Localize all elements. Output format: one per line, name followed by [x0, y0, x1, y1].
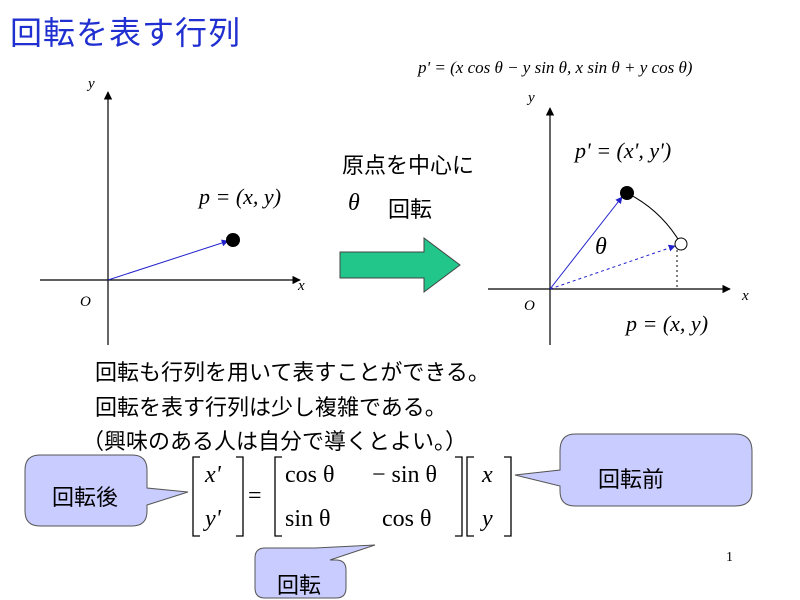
right-vector-p-prime — [549, 196, 623, 290]
right-original-point-label: p = (x, y) — [626, 311, 709, 336]
slide-title: 回転を表す行列 — [10, 14, 242, 52]
callout-after-shape — [24, 454, 189, 527]
callout-after-label: 回転後 — [52, 486, 119, 511]
left-vector-p — [107, 239, 229, 281]
rotation-formula: p' = (x cos θ − y sin θ, x sin θ + y cos… — [418, 58, 693, 77]
matrix-cell-sin: sin θ — [285, 506, 331, 532]
left-y-label: y — [88, 76, 95, 92]
matrix-rhs-y: y — [482, 506, 493, 532]
right-y-label: y — [528, 90, 535, 106]
matrix-lhs-y: y' — [205, 506, 221, 532]
matrix-brackets — [192, 456, 512, 537]
transition-text-line2: 回転 — [388, 198, 433, 223]
transition-theta: θ — [348, 190, 360, 216]
right-angle-label: θ — [595, 234, 607, 260]
left-origin-label: O — [80, 294, 91, 310]
body-line-1: 回転も行列を用いて表すことができる。 — [95, 361, 490, 386]
right-origin-label: O — [524, 298, 535, 314]
matrix-cell-cos-2: cos θ — [382, 506, 432, 532]
right-point-p — [674, 237, 688, 251]
matrix-rhs-x: x — [482, 462, 493, 488]
right-vector-p-dotted — [549, 244, 676, 290]
callout-before-label: 回転前 — [598, 468, 665, 493]
right-rotated-point-label: p' = (x', y') — [575, 138, 672, 163]
left-point-label: p = (x, y) — [199, 184, 282, 209]
body-line-2: 回転を表す行列は少し複雑である。 — [95, 396, 447, 421]
matrix-cell-cos-1: cos θ — [285, 462, 335, 488]
matrix-equals: = — [248, 483, 262, 509]
page-number: 1 — [726, 550, 733, 565]
callout-before-shape — [514, 433, 753, 507]
left-x-label: x — [298, 278, 305, 294]
matrix-cell-neg-sin: − sin θ — [372, 462, 438, 488]
matrix-lhs-x: x' — [205, 462, 221, 488]
right-x-label: x — [742, 288, 749, 304]
body-line-3: （興味のある人は自分で導くとよい。） — [82, 430, 468, 455]
transition-text-line1: 原点を中心に — [342, 154, 475, 179]
transition-arrow — [339, 237, 461, 293]
left-point-p — [226, 233, 240, 247]
callout-rotation-shape — [254, 544, 376, 599]
callout-rotation-label: 回転 — [277, 574, 322, 599]
right-point-p-prime — [620, 186, 634, 200]
